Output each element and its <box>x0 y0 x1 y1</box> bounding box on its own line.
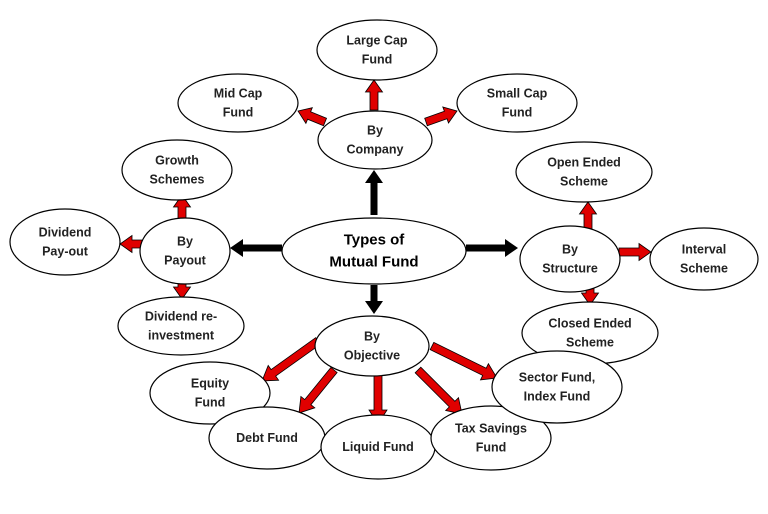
tax-savings-node-label: Tax Savings <box>455 422 527 436</box>
by-company-node-shape <box>317 110 433 170</box>
by-company-node-label: By <box>367 124 383 138</box>
large-cap-node-label: Large Cap <box>346 34 407 48</box>
equity-node-shape <box>149 361 271 425</box>
arrow-company-to-large-cap <box>364 79 384 111</box>
arrow-company-to-small-cap <box>424 106 458 127</box>
by-objective-node-label: Objective <box>344 349 400 363</box>
arrow-structure-to-interval <box>618 242 652 262</box>
open-ended-node-label: Scheme <box>560 175 608 189</box>
by-payout-node-shape <box>139 217 231 285</box>
by-objective-node-shape <box>314 315 430 377</box>
liquid-node-label: Liquid Fund <box>342 440 414 454</box>
open-ended-node-label: Open Ended <box>547 156 621 170</box>
dividend-payout-node-label: Dividend <box>39 226 92 240</box>
sector-index-node: Sector Fund, Index Fund <box>491 350 623 424</box>
interval-node-shape <box>649 227 759 291</box>
dividend-reinvest-node: Dividend re-investment <box>117 296 245 356</box>
center-node-shape <box>281 217 467 285</box>
sector-index-node-label: Sector Fund, <box>519 371 595 385</box>
dividend-payout-node-shape <box>9 208 121 276</box>
mid-cap-node-shape <box>177 73 299 133</box>
arrow-company-to-mid-cap <box>297 107 328 127</box>
growth-node-label: Growth <box>155 154 199 168</box>
arrow-center-to-objective <box>365 285 383 314</box>
center-node: Types of Mutual Fund <box>281 217 467 285</box>
dividend-payout-node-label: Pay-out <box>42 245 89 259</box>
growth-node-label: Schemes <box>150 173 205 187</box>
mid-cap-node-label: Mid Cap <box>214 87 263 101</box>
growth-node-shape <box>121 139 233 201</box>
by-structure-node-label: By <box>562 243 578 257</box>
large-cap-node-label: Fund <box>362 53 393 67</box>
by-structure-node-shape <box>519 225 621 293</box>
tax-savings-node-label: Fund <box>476 441 507 455</box>
arrow-payout-to-dividend-payout <box>119 234 143 254</box>
arrow-center-to-payout <box>230 239 282 257</box>
small-cap-node-label: Fund <box>502 106 533 120</box>
closed-ended-node-label: Scheme <box>566 336 614 350</box>
arrow-objective-to-debt <box>298 366 338 414</box>
mid-cap-node-label: Fund <box>223 106 254 120</box>
arrow-objective-to-equity <box>261 337 321 382</box>
arrow-objective-to-tax-savings <box>414 366 463 415</box>
tax-savings-node-shape <box>430 405 552 471</box>
equity-node-label: Fund <box>195 396 226 410</box>
arrow-center-to-structure <box>466 239 518 257</box>
small-cap-node-shape <box>456 73 578 133</box>
by-company-node-label: Company <box>347 143 404 157</box>
interval-node-label: Scheme <box>680 262 728 276</box>
debt-node: Debt Fund <box>208 406 326 470</box>
center-node-label: Types of <box>344 232 406 249</box>
by-payout-node-label: By <box>177 235 193 249</box>
large-cap-node-shape <box>316 19 438 81</box>
arrow-structure-to-open-ended <box>578 201 598 230</box>
sector-index-node-shape <box>491 350 623 424</box>
closed-ended-node-label: Closed Ended <box>548 317 631 331</box>
by-structure-node-label: Structure <box>542 262 598 276</box>
dividend-reinvest-node-shape <box>117 296 245 356</box>
dividend-reinvest-node-label: Dividend re- <box>145 310 217 324</box>
dividend-reinvest-node-label: investment <box>148 329 215 343</box>
open-ended-node-shape <box>515 141 653 203</box>
by-objective-node-label: By <box>364 330 380 344</box>
sector-index-node-label: Index Fund <box>524 390 591 404</box>
arrow-center-to-company <box>365 170 383 215</box>
center-node-label: Mutual Fund <box>329 254 418 271</box>
debt-node-label: Debt Fund <box>236 431 298 445</box>
liquid-node: Liquid Fund <box>320 414 436 480</box>
by-payout-node-label: Payout <box>164 254 207 268</box>
interval-node-label: Interval <box>682 243 726 257</box>
equity-node-label: Equity <box>191 377 229 391</box>
small-cap-node-label: Small Cap <box>487 87 548 101</box>
arrow-objective-to-sector-index <box>429 341 498 381</box>
